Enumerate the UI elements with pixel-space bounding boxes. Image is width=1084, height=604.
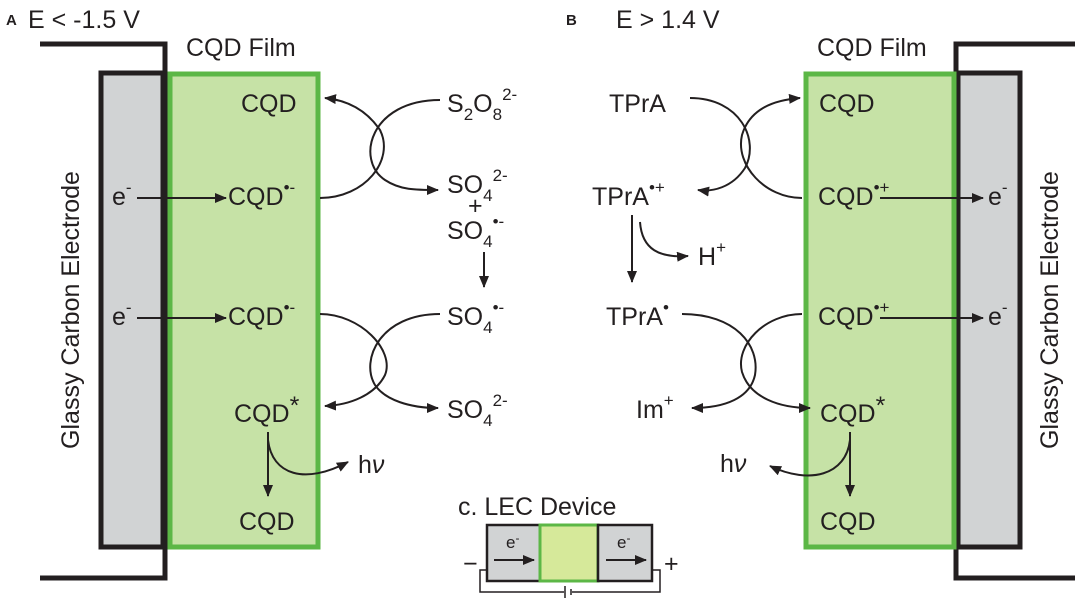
panel-a-upper-cqd-arrow	[319, 94, 385, 199]
panel-c-minus-terminal: −	[463, 550, 478, 578]
panel-a-lower-sulfate-arrow	[369, 313, 441, 413]
panel-a-photon: hν	[358, 451, 385, 479]
panel-b-electrode-label: Glassy Carbon Electrode	[1036, 171, 1064, 449]
panel-b-cqd-excited: CQD*	[820, 392, 886, 428]
panel-a-cqd-excited: CQD*	[234, 392, 300, 428]
panel-a-letter: A	[6, 12, 17, 29]
panel-c-circuit-left	[479, 569, 564, 593]
panel-b-upper-cqd-arrow	[739, 93, 803, 199]
panel-b-electrode	[955, 70, 1023, 550]
panel-b-proton: H+	[698, 238, 726, 271]
panel-a-electron-1: e-	[112, 178, 132, 211]
panel-b-emission-arrow	[769, 439, 851, 477]
panel-b-condition: E > 1.4 V	[616, 6, 720, 34]
panel-b-cqd-cation-1: CQD•+	[818, 178, 890, 211]
panel-b-lower-cqd-arrow	[739, 313, 811, 413]
panel-b-cqd-top: CQD	[819, 90, 875, 118]
panel-a-cqd-anion-2: CQD•-	[228, 298, 295, 331]
panel-c-plus-terminal: +	[664, 550, 679, 578]
panel-a: A E < -1.5 V CQD Film Glassy Carbon Elec…	[6, 6, 517, 581]
panel-b-photon: hν	[720, 450, 747, 478]
panel-b-imine: Im+	[636, 391, 674, 424]
panel-c-circuit-right	[572, 569, 661, 593]
panel-b-letter: B	[566, 12, 577, 29]
panel-a-cqd-anion-1: CQD•-	[228, 178, 295, 211]
panel-a-lower-cqd-arrow	[319, 313, 388, 411]
panel-a-sulfate-radical-2: SO4•-	[447, 298, 504, 337]
panel-b-electron-2: e-	[988, 298, 1008, 331]
panel-c-title: c. LEC Device	[458, 493, 616, 521]
panel-a-film-label: CQD Film	[186, 34, 296, 62]
panel-c-electron-right: e-	[617, 531, 630, 552]
panel-a-emission-arrow	[267, 439, 349, 476]
panel-c-electron-left: e-	[506, 531, 519, 552]
panel-b: B E > 1.4 V CQD Film Glassy Carbon Elect…	[566, 6, 1075, 581]
panel-b-cqd-cation-2: CQD•+	[818, 298, 890, 331]
panel-a-electrode-label: Glassy Carbon Electrode	[57, 171, 85, 449]
panel-b-lower-tpra-arrow	[681, 313, 757, 413]
panel-b-upper-tpra-arrow	[689, 97, 751, 197]
panel-a-upper-persulfate-arrow	[369, 99, 441, 195]
panel-b-tpra-radical: TPrA•	[606, 298, 669, 331]
panel-a-electrode	[98, 70, 166, 550]
panel-c-lec-device: c. LEC Device e- e- − +	[458, 493, 679, 598]
panel-b-cqd-ground: CQD	[820, 508, 876, 536]
panel-b-tpra-cation: TPrA•+	[592, 178, 665, 211]
panel-c-left-electrode	[485, 523, 543, 583]
panel-b-electron-1: e-	[988, 178, 1008, 211]
panel-a-cqd-ground: CQD	[239, 508, 295, 536]
panel-a-electron-2: e-	[112, 298, 132, 331]
panel-a-plus: +	[468, 192, 483, 220]
panel-c-emitter-layer	[538, 523, 600, 583]
panel-b-cqd-film	[803, 71, 957, 550]
panel-c-right-electrode	[596, 523, 654, 583]
panel-b-film-label: CQD Film	[817, 34, 927, 62]
panel-a-sulfate-radical-1: SO4•-	[447, 212, 504, 251]
panel-a-persulfate: S2O82-	[447, 85, 517, 124]
panel-a-sulfate-dianion: SO42-	[447, 166, 508, 205]
panel-a-sulfate-dianion-2: SO42-	[447, 391, 508, 430]
panel-b-tpra: TPrA	[609, 90, 666, 118]
panel-a-condition: E < -1.5 V	[28, 6, 140, 34]
panel-a-cqd-film	[167, 71, 321, 550]
panel-b-proton-arrow	[639, 221, 689, 262]
panel-a-cqd-top: CQD	[241, 90, 297, 118]
